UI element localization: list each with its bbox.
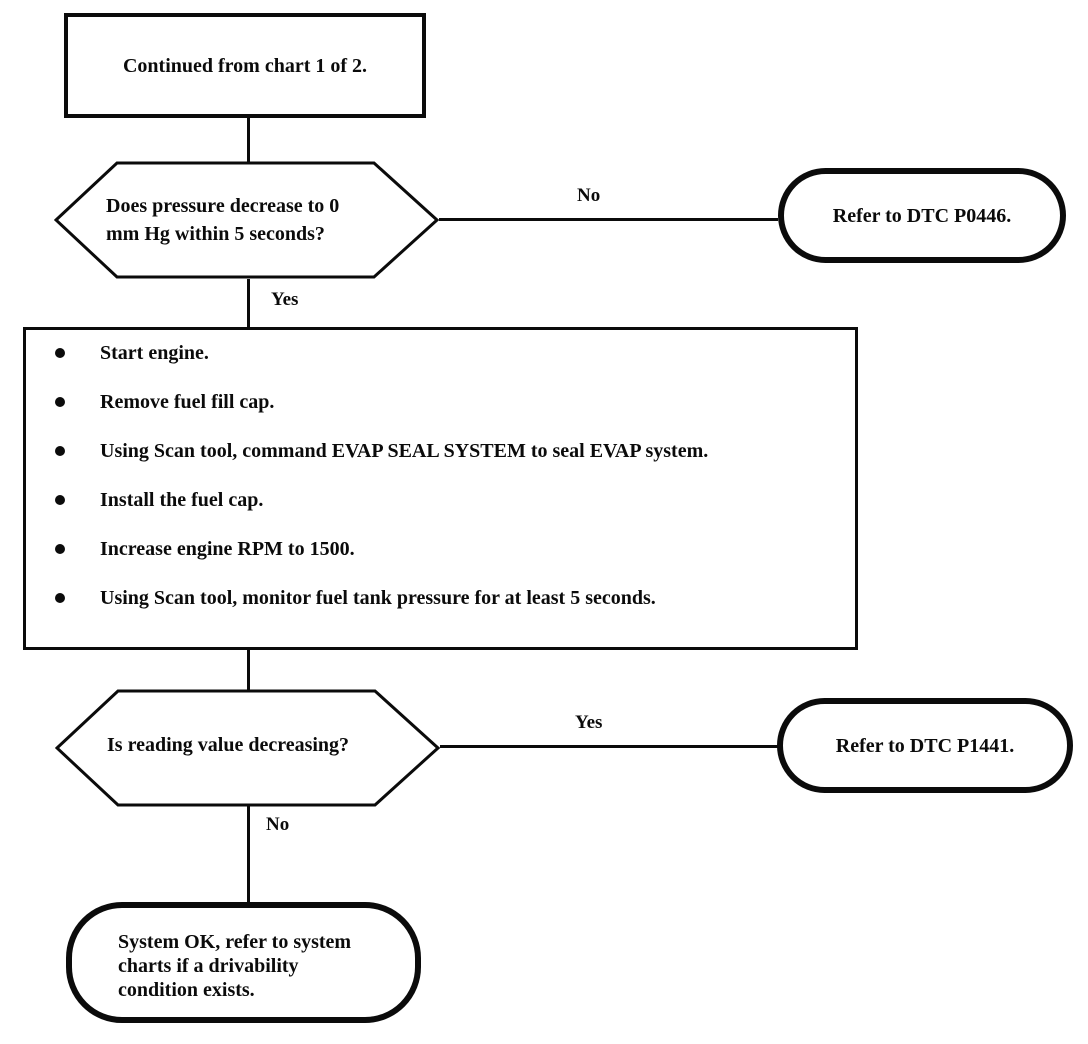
process-step: Using Scan tool, command EVAP SEAL SYSTE… (26, 441, 837, 462)
decision-pressure-line1: Does pressure decrease to 0 (106, 195, 340, 217)
terminal-dtc-p0446-label: Refer to DTC P0446. (832, 204, 1012, 227)
edge-start-to-decision1 (247, 117, 250, 163)
process-step: Start engine. (26, 343, 837, 364)
process-steps-list: Start engine. Remove fuel fill cap. Usin… (26, 330, 855, 609)
terminal-dtc-p1441-label: Refer to DTC P1441. (835, 734, 1015, 757)
process-step: Increase engine RPM to 1500. (26, 539, 837, 560)
hexagon-shape (54, 161, 439, 279)
branch-label-no-2: No (266, 814, 290, 835)
decision-pressure-line2: mm Hg within 5 seconds? (106, 223, 325, 245)
decision-reading-hexagon: Is reading value decreasing? (55, 689, 440, 807)
decision-reading-label: Is reading value decreasing? (107, 734, 350, 756)
branch-label-yes-2: Yes (575, 712, 603, 733)
process-steps-box: Start engine. Remove fuel fill cap. Usin… (23, 327, 858, 650)
edge-decision1-to-p0446 (439, 218, 778, 221)
terminal-system-ok-label: System OK, refer to system charts if a d… (72, 908, 351, 1002)
edge-decision2-to-p1441 (440, 745, 779, 748)
hexagon-shape (55, 689, 440, 807)
terminal-system-ok: System OK, refer to system charts if a d… (66, 902, 421, 1023)
terminal-system-ok-line1: System OK, refer to system (118, 931, 352, 953)
branch-label-no-1: No (577, 185, 601, 206)
process-step: Using Scan tool, monitor fuel tank press… (26, 588, 837, 609)
process-step: Install the fuel cap. (26, 490, 837, 511)
decision-pressure-label: Does pressure decrease to 0 mm Hg within… (106, 192, 409, 248)
terminal-dtc-p1441: Refer to DTC P1441. (777, 698, 1073, 793)
start-box-label: Continued from chart 1 of 2. (122, 54, 368, 77)
edge-decision2-to-system-ok (247, 805, 250, 905)
process-step: Remove fuel fill cap. (26, 392, 837, 413)
edge-process-to-decision2 (247, 648, 250, 691)
branch-label-yes-1: Yes (271, 289, 299, 310)
terminal-dtc-p0446: Refer to DTC P0446. (778, 168, 1066, 263)
terminal-system-ok-line3: condition exists. (118, 979, 255, 1001)
edge-decision1-to-process (247, 279, 250, 329)
start-box: Continued from chart 1 of 2. (64, 13, 426, 118)
decision-pressure-hexagon: Does pressure decrease to 0 mm Hg within… (54, 161, 439, 279)
terminal-system-ok-line2: charts if a drivability (118, 955, 299, 977)
